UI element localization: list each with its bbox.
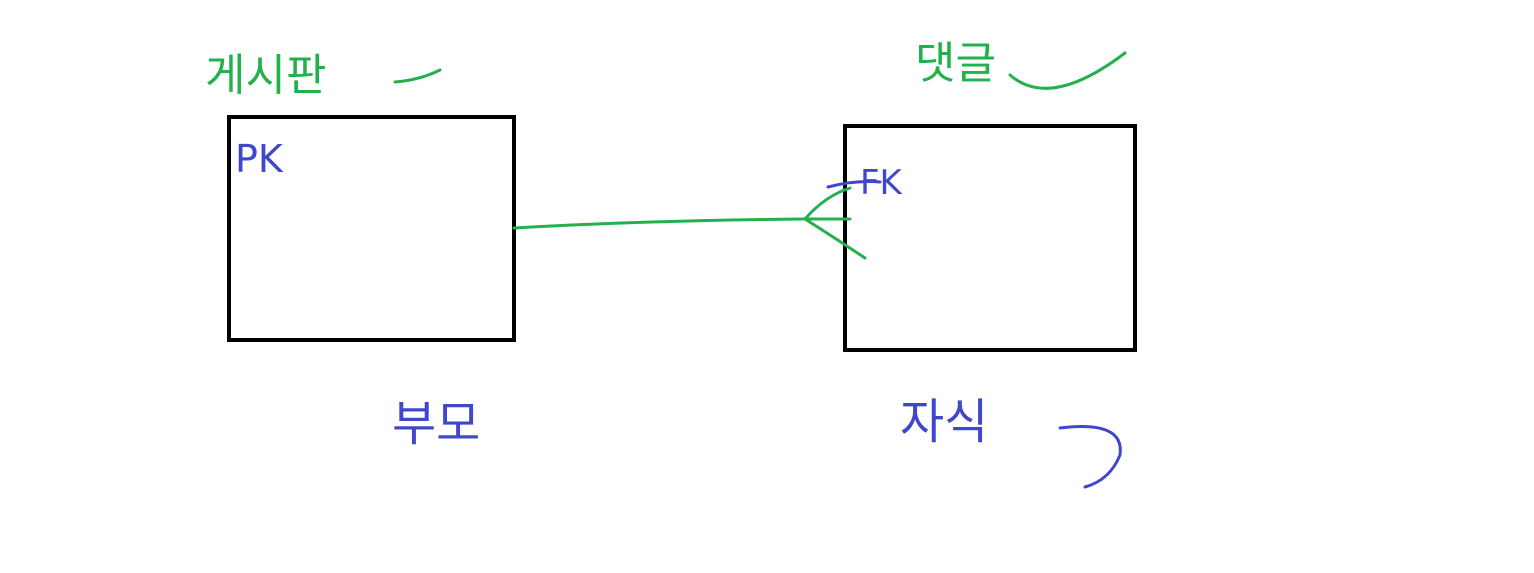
- primary-key-label: PK: [235, 137, 284, 181]
- crows-foot-many-icon: [803, 186, 867, 260]
- comment-entity-title: 댓글: [915, 38, 996, 89]
- board-entity-title: 게시판: [205, 50, 326, 101]
- child-role-label: 자식: [900, 394, 988, 450]
- comment-entity-box: [843, 124, 1137, 352]
- title-tail-stroke: [1008, 51, 1127, 90]
- foreign-key-underline-stroke: [826, 180, 882, 189]
- relationship-line: [512, 217, 852, 230]
- role-tail-stroke: [1058, 425, 1122, 489]
- parent-role-label: 부모: [392, 396, 480, 452]
- title-underline-stroke: [393, 68, 442, 84]
